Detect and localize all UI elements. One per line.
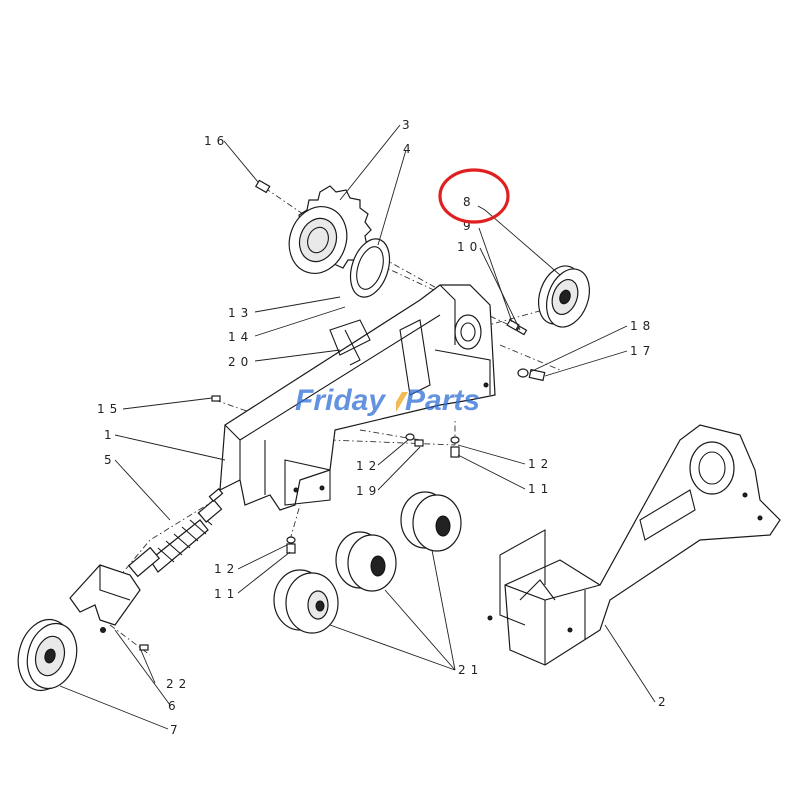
callout-7: 7 bbox=[170, 723, 183, 737]
callout-13: 13 bbox=[228, 306, 253, 320]
callout-18: 18 bbox=[630, 319, 655, 333]
callout-2: 2 bbox=[658, 695, 671, 709]
track-frame-part-2 bbox=[487, 424, 781, 666]
callout-17: 17 bbox=[630, 344, 655, 358]
callout-21: 21 bbox=[458, 663, 483, 677]
watermark-text-b: Parts bbox=[405, 384, 480, 417]
watermark: Friday Parts bbox=[295, 384, 480, 417]
watermark-text-a: Friday bbox=[295, 384, 386, 417]
callout-11-left: 11 bbox=[214, 587, 239, 601]
track-roller-2 bbox=[335, 531, 397, 592]
callout-5: 5 bbox=[104, 453, 117, 467]
track-rollers-part-21 bbox=[273, 491, 462, 634]
recoil-spring-part-5 bbox=[127, 487, 224, 578]
leader-lines bbox=[59, 124, 656, 730]
callout-10: 10 bbox=[457, 240, 482, 254]
callout-3: 3 bbox=[402, 118, 415, 132]
callout-4: 4 bbox=[403, 142, 416, 156]
yoke-part-6 bbox=[69, 564, 141, 633]
callout-9: 9 bbox=[463, 219, 476, 233]
callout-16: 16 bbox=[204, 134, 229, 148]
track-roller-3 bbox=[400, 491, 462, 552]
callout-14: 14 bbox=[228, 330, 253, 344]
bolt-part-22 bbox=[139, 644, 149, 651]
sprocket-part-3 bbox=[288, 185, 372, 274]
track-roller-1 bbox=[273, 569, 339, 634]
callout-15: 15 bbox=[97, 402, 122, 416]
watermark-swoosh-icon bbox=[396, 392, 408, 412]
callout-1: 1 bbox=[104, 428, 117, 442]
callout-labels: 16 3 4 8 9 10 13 14 20 18 17 15 1 5 12 1… bbox=[97, 118, 671, 737]
callout-8: 8 bbox=[463, 195, 476, 209]
callout-22: 22 bbox=[166, 677, 191, 691]
callout-11-right: 11 bbox=[528, 482, 553, 496]
bolt-part-16 bbox=[254, 179, 271, 194]
callout-19: 19 bbox=[356, 484, 381, 498]
callout-12-right: 12 bbox=[528, 457, 553, 471]
callout-20: 20 bbox=[228, 355, 253, 369]
washer-bolt-parts-17-18 bbox=[517, 368, 546, 382]
track-frame-part-1 bbox=[219, 284, 496, 511]
callout-12-center: 12 bbox=[356, 459, 381, 473]
bolts-parts-9-10 bbox=[506, 319, 528, 336]
fasteners-parts-11-12-15-19 bbox=[211, 395, 460, 554]
highlight-circle bbox=[438, 168, 510, 224]
idler-wheel-part-7 bbox=[17, 618, 78, 692]
callout-6: 6 bbox=[168, 699, 181, 713]
callout-12-left: 12 bbox=[214, 562, 239, 576]
idler-wheel-part-8 bbox=[537, 265, 591, 328]
